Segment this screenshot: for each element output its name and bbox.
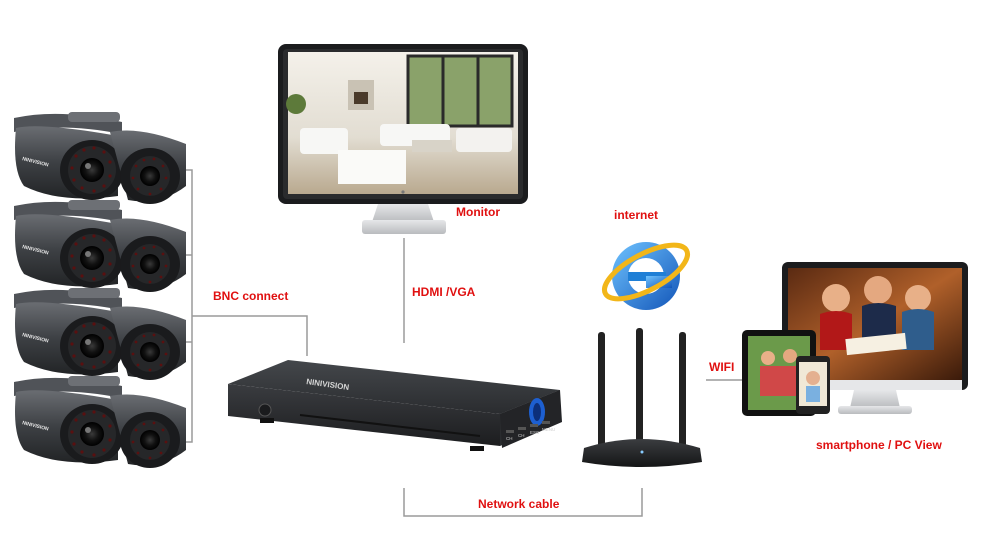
monitor	[278, 44, 528, 234]
bnc-to-dvr-cable	[192, 315, 308, 356]
dvr-button-label: CH	[506, 436, 513, 441]
bullet-camera: NINIVISION	[14, 112, 186, 204]
internet-explorer-icon	[602, 242, 690, 310]
hdmi-vga-label: HDMI /VGA	[412, 285, 476, 299]
dvr-button-label: ESC	[530, 430, 540, 435]
network-cable-label: Network cable	[478, 497, 560, 511]
dvr-buttons: CH CH ESC MENU	[506, 421, 555, 441]
wifi-label: WIFI	[709, 360, 735, 374]
monitor-label: Monitor	[456, 205, 500, 219]
internet-label: internet	[614, 208, 659, 222]
bullet-camera	[14, 200, 186, 292]
dvr-button-label: MENU	[542, 427, 555, 432]
dvr-recorder: NINIVISION CH CH ESC MENU	[228, 360, 562, 451]
smartphone-pc-view-label: smartphone / PC View	[816, 438, 942, 452]
dvr-button-label: CH	[518, 433, 525, 438]
bnc-cable	[178, 169, 193, 443]
wifi-router	[582, 328, 702, 467]
bullet-camera	[14, 376, 186, 468]
camera-array: NINIVISION	[14, 112, 186, 468]
smartphone	[796, 356, 830, 414]
monitor-screen	[286, 52, 518, 194]
bullet-camera	[14, 288, 186, 380]
network-cable	[403, 488, 643, 517]
bnc-connect-label: BNC connect	[213, 289, 289, 303]
